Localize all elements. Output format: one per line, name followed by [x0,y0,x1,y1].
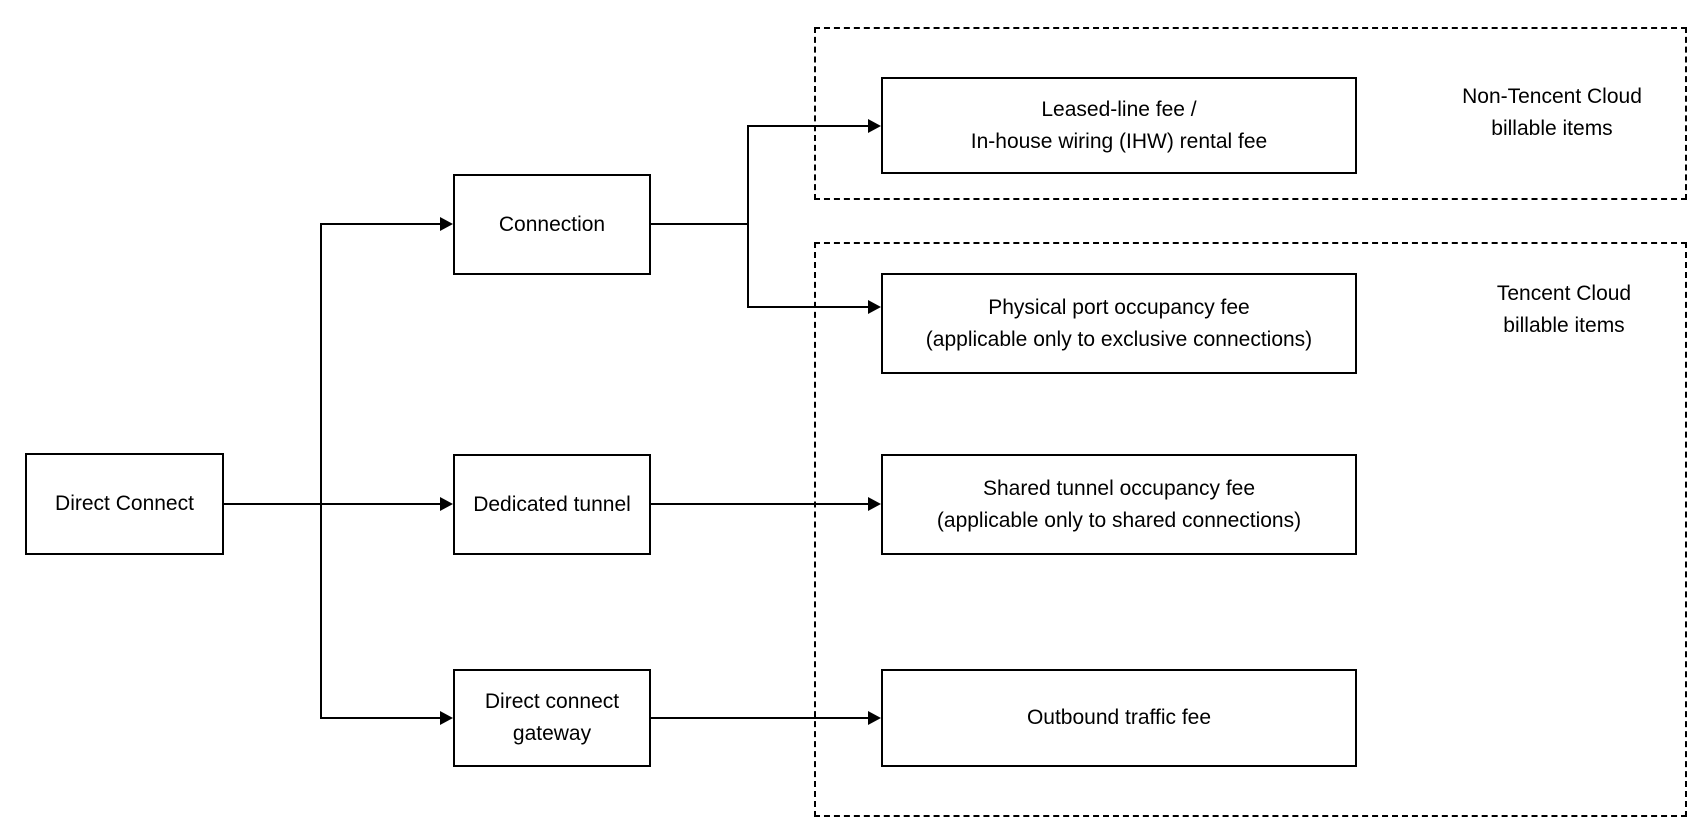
connector-gateway-outbound [650,717,868,719]
connector-branch-leasedline [747,125,868,127]
arrowhead-physical-port-icon [868,300,881,314]
arrowhead-connection-icon [440,217,453,231]
node-physical-port-fee-line1: Physical port occupancy fee [988,295,1250,319]
node-outbound-traffic-fee: Outbound traffic fee [881,669,1357,767]
node-shared-tunnel-fee-line2: (applicable only to shared connections) [936,508,1302,532]
arrowhead-outbound-traffic-icon [868,711,881,725]
group-non-tencent-label: Non-Tencent Cloud billable items [1402,81,1702,145]
node-leased-line-fee: Leased-line fee / In-house wiring (IHW) … [881,77,1357,174]
node-direct-connect: Direct Connect [25,453,224,555]
node-leased-line-fee-line2: In-house wiring (IHW) rental fee [970,129,1268,153]
node-direct-connect-gateway-line1: Direct connect [484,690,620,713]
group-non-tencent-billable: Non-Tencent Cloud billable items [814,27,1687,200]
arrowhead-shared-tunnel-icon [868,497,881,511]
node-direct-connect-label: Direct Connect [55,492,194,515]
node-shared-tunnel-fee: Shared tunnel occupancy fee (applicable … [881,454,1357,555]
connector-connection-out [650,223,749,225]
connector-branch-connection [320,223,440,225]
group-tencent-label-line2: billable items [1503,314,1625,337]
node-outbound-traffic-fee-label: Outbound traffic fee [1026,706,1212,729]
node-physical-port-fee-line2: (applicable only to exclusive connection… [925,327,1313,351]
group-non-tencent-label-line2: billable items [1491,117,1613,140]
node-direct-connect-gateway-line2: gateway [512,722,592,745]
node-physical-port-fee: Physical port occupancy fee (applicable … [881,273,1357,374]
node-dedicated-tunnel: Dedicated tunnel [453,454,651,555]
arrowhead-gateway-icon [440,711,453,725]
connector-right-trunk [747,125,749,308]
group-tencent-label-line1: Tencent Cloud [1496,282,1632,305]
arrowhead-dedicated-tunnel-icon [440,497,453,511]
arrowhead-leased-line-icon [868,119,881,133]
group-non-tencent-label-line1: Non-Tencent Cloud [1462,85,1642,108]
connector-directconnect-dedicatedtunnel [223,503,441,505]
node-leased-line-fee-line1: Leased-line fee / [1041,97,1197,121]
connector-branch-physicalport [747,306,868,308]
group-tencent-billable: Tencent Cloud billable items [814,242,1687,817]
group-tencent-label: Tencent Cloud billable items [1414,278,1704,342]
connector-branch-gateway [320,717,440,719]
node-shared-tunnel-fee-line1: Shared tunnel occupancy fee [982,476,1256,500]
node-connection-label: Connection [498,212,606,236]
connector-left-trunk [320,223,322,718]
node-connection: Connection [453,174,651,275]
node-dedicated-tunnel-label: Dedicated tunnel [473,492,631,516]
connector-dedicatedtunnel-sharedtunnel [650,503,868,505]
node-direct-connect-gateway: Direct connect gateway [453,669,651,767]
